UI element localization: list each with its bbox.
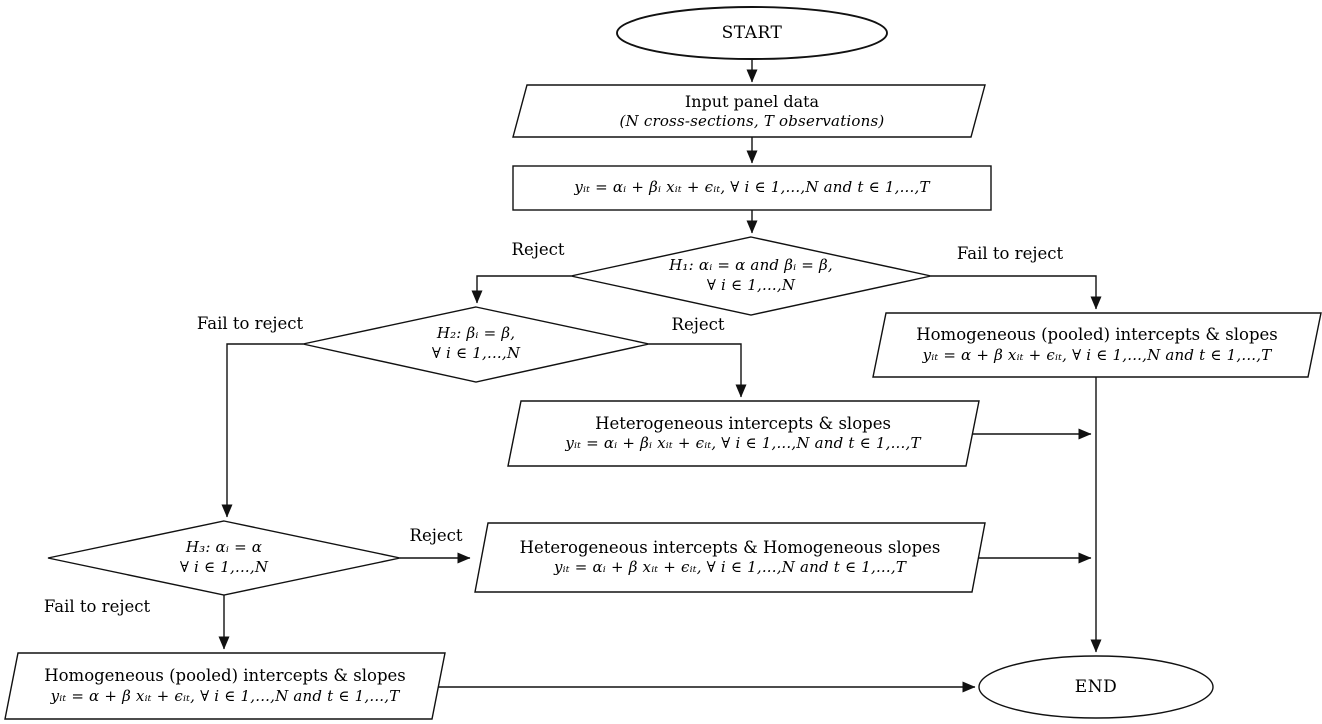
h1-diamond-shape [570, 236, 932, 316]
h3-diamond-shape [47, 520, 401, 596]
arrow-h1-fail-to-reject [931, 275, 1102, 310]
model-rectangle-shape [512, 165, 992, 211]
arrow-h2-reject [649, 343, 747, 398]
pooled-top-parallelogram-shape [872, 312, 1322, 378]
hetero-homog-parallelogram-shape [474, 522, 986, 593]
input-parallelogram-shape [512, 84, 986, 138]
heterogeneous-parallelogram-shape [507, 400, 980, 467]
arrow-h1-reject [471, 275, 571, 304]
start-terminator-shape [616, 6, 888, 60]
pooled-bottom-parallelogram-shape [4, 652, 446, 720]
arrow-h2-fail-to-reject [221, 343, 303, 518]
h2-diamond-shape [302, 306, 650, 383]
end-terminator-shape [978, 655, 1214, 719]
